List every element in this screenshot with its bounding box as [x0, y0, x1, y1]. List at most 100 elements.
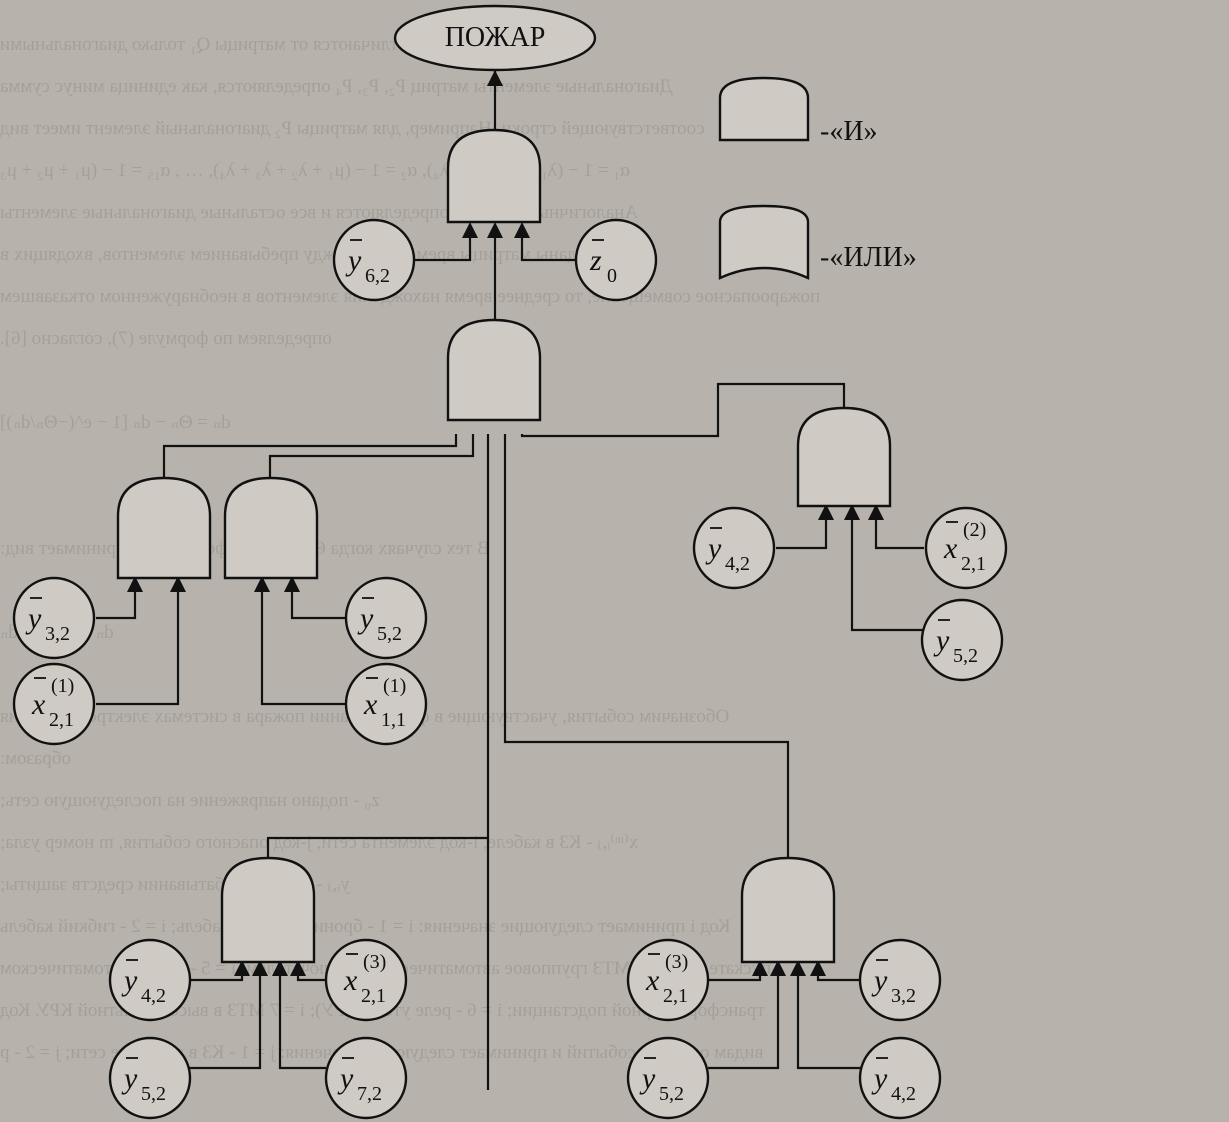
input-arrow	[462, 222, 478, 238]
and-gate-main	[446, 318, 542, 422]
input-arrow	[487, 70, 503, 86]
event-circle	[108, 938, 192, 1022]
input-arrow	[234, 960, 250, 976]
event-subscript: 4,2	[725, 553, 750, 575]
and-gate-top	[446, 128, 542, 224]
connector-wire	[188, 976, 262, 1070]
connector-wire	[776, 520, 828, 550]
event-subscript: 1,1	[381, 709, 406, 731]
connector-wire	[278, 976, 326, 1070]
event-subscript: 2,1	[663, 985, 688, 1007]
event-circle	[626, 938, 710, 1022]
connector-wire	[520, 382, 846, 438]
event-letter: y	[337, 1062, 354, 1095]
event-letter: y	[357, 602, 374, 635]
input-arrow	[284, 576, 300, 592]
event-superscript: (3)	[665, 951, 688, 973]
input-arrow	[770, 960, 786, 976]
and-gate-left-2	[223, 476, 319, 580]
input-arrow	[818, 504, 834, 520]
connector-wire	[796, 976, 862, 1070]
connector-wire	[290, 592, 348, 620]
and-gate-bottom-right	[740, 856, 836, 964]
event-circle	[344, 576, 428, 660]
event-subscript: 2,1	[961, 553, 986, 575]
input-arrow	[254, 576, 270, 592]
connector-wire	[96, 592, 137, 620]
event-letter: x	[31, 688, 46, 721]
event-subscript: 6,2	[365, 265, 390, 287]
connector-wire	[708, 976, 780, 1070]
root-event-fire: ПОЖАР	[393, 4, 597, 72]
connector-wire	[816, 976, 862, 982]
and-gate-left-1	[116, 476, 212, 580]
input-arrow	[487, 222, 503, 238]
input-arrow	[170, 576, 186, 592]
event-letter: x	[343, 964, 358, 997]
root-event-ellipse	[393, 4, 597, 72]
event-letter: y	[345, 244, 362, 277]
event-circle	[574, 218, 658, 302]
event-subscript: 2,1	[361, 985, 386, 1007]
input-arrow	[752, 960, 768, 976]
event-circle	[924, 506, 1008, 590]
event-circle	[858, 938, 942, 1022]
event-circle	[324, 1036, 408, 1120]
legend-and-gate-symbol	[718, 76, 810, 142]
input-arrow	[810, 960, 826, 976]
root-event-label: ПОЖАР	[445, 22, 546, 53]
and-gate-right	[796, 406, 892, 508]
connector-wire	[296, 976, 326, 982]
event-subscript: 3,2	[891, 985, 916, 1007]
event-letter: y	[871, 1062, 888, 1095]
event-letter: y	[705, 532, 722, 565]
legend-and-label: -«И»	[820, 116, 878, 147]
and-gate-bottom-left	[220, 856, 316, 964]
event-letter: x	[645, 964, 660, 997]
event-subscript: 5,2	[953, 645, 978, 667]
connector-wire	[520, 238, 578, 262]
event-subscript: 5,2	[659, 1083, 684, 1105]
connector-wire	[850, 520, 924, 632]
event-letter: y	[25, 602, 42, 635]
event-circle	[692, 506, 776, 590]
event-subscript: 0	[607, 265, 617, 287]
event-superscript: (2)	[963, 519, 986, 541]
connector-wire	[188, 976, 244, 982]
event-letter: y	[933, 624, 950, 657]
event-circle	[108, 1036, 192, 1120]
event-circle	[626, 1036, 710, 1120]
event-superscript: (1)	[383, 675, 406, 697]
event-circle	[332, 218, 416, 302]
legend-or-label: -«ИЛИ»	[820, 242, 917, 273]
event-circle	[12, 576, 96, 660]
event-letter: x	[363, 688, 378, 721]
event-circle	[324, 938, 408, 1022]
input-arrow	[844, 504, 860, 520]
event-letter: y	[871, 964, 888, 997]
event-subscript: 5,2	[141, 1083, 166, 1105]
connector-wire	[268, 434, 475, 478]
event-letter: z	[589, 244, 602, 277]
input-arrow	[272, 960, 288, 976]
event-letter: y	[121, 1062, 138, 1095]
event-circle	[344, 662, 428, 746]
event-subscript: 4,2	[141, 985, 166, 1007]
input-arrow	[868, 504, 884, 520]
